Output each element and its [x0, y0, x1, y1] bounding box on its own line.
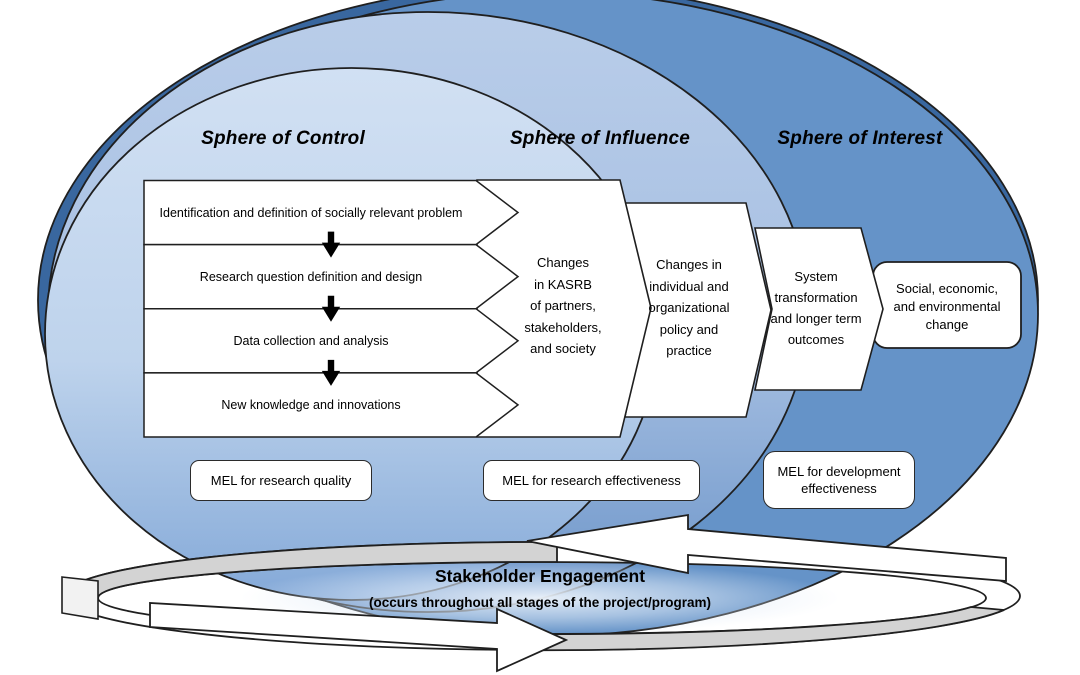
process-arrow-stack	[143, 179, 520, 438]
impact-box-label: Social, economic, and environmental chan…	[893, 281, 1001, 332]
sphere-of-influence-title: Sphere of Influence	[509, 128, 691, 149]
mel-research-quality-box: MEL for research quality	[190, 460, 372, 501]
process-step-2-label: Research question definition and design	[199, 269, 423, 284]
process-step-3-label: Data collection and analysis	[233, 333, 389, 348]
loop-arrow-right-icon	[149, 602, 569, 673]
loop-arrow-left-icon	[526, 513, 1007, 582]
outcome-chevron-2-label: Changes in individual and organizational…	[648, 257, 730, 359]
mel-research-effectiveness-box: MEL for research effectiveness	[483, 460, 700, 501]
process-arrow-3-shape	[143, 307, 520, 374]
stakeholder-engagement-subtitle: (occurs throughout all stages of the pro…	[368, 594, 712, 610]
mel-development-effectiveness-box: MEL for development effectiveness	[763, 451, 915, 509]
process-arrow-1-shape	[143, 179, 520, 246]
outcome-chevron-3-shape	[754, 227, 884, 391]
outcome-chevron-1-label: Changes in KASRB of partners, stakeholde…	[524, 255, 602, 357]
process-arrow-4-shape	[143, 372, 520, 438]
stakeholder-loop-ring	[61, 513, 1021, 673]
stakeholder-engagement-title: Stakeholder Engagement	[434, 565, 646, 586]
ring-left-cap	[61, 576, 99, 620]
process-step-4-label: New knowledge and innovations	[221, 397, 401, 412]
down-arrow-icon	[321, 359, 341, 386]
process-arrow-2-shape	[143, 243, 520, 310]
process-step-1-label: Identification and definition of sociall…	[159, 205, 463, 220]
sphere-of-control-title: Sphere of Control	[201, 128, 365, 149]
sphere-of-interest-title: Sphere of Interest	[777, 128, 943, 149]
down-arrow-icon	[321, 295, 341, 322]
outcome-chevron-3-label: System transformation and longer term ou…	[770, 269, 862, 347]
down-arrow-icon	[321, 231, 341, 258]
